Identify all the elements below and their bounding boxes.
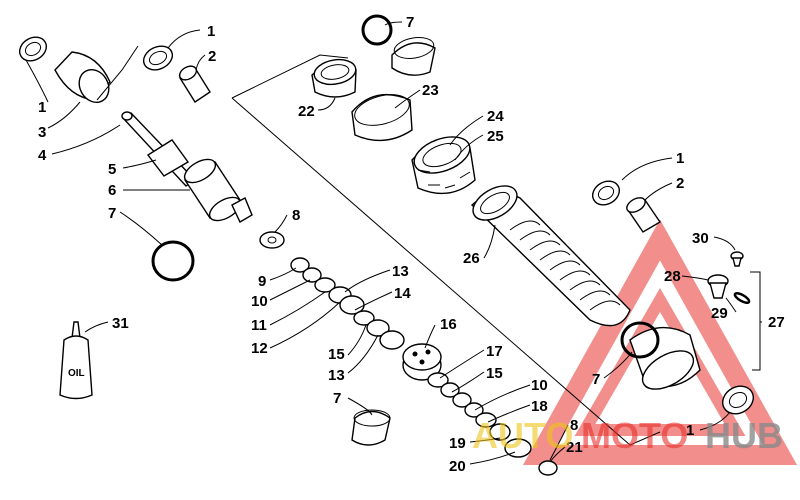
callout-19: 19 xyxy=(449,435,466,452)
oil-bottle: OIL xyxy=(59,321,93,400)
part-bushing-top-center xyxy=(142,45,174,71)
oil-label: OIL xyxy=(68,368,85,379)
part-band-top xyxy=(391,37,436,76)
part-cap xyxy=(311,58,357,98)
callout-6: 6 xyxy=(108,182,116,199)
callout-13a: 13 xyxy=(392,263,409,280)
callout-1c: 1 xyxy=(676,150,684,167)
part-oring-right xyxy=(620,321,660,359)
callout-27: 27 xyxy=(768,314,785,331)
left-assembly xyxy=(18,36,253,282)
part-valve-28 xyxy=(707,274,729,299)
callout-21: 21 xyxy=(566,439,583,456)
watermark-auto: AUTO xyxy=(472,415,573,456)
spring-coils xyxy=(509,220,621,311)
part-seal-cup xyxy=(351,93,413,142)
assembly-lines xyxy=(96,45,761,446)
callout-11: 11 xyxy=(251,317,267,334)
callout-1d: 1 xyxy=(686,422,694,439)
callout-30: 30 xyxy=(692,230,709,247)
callout-28: 28 xyxy=(664,268,681,285)
callout-1b: 1 xyxy=(38,99,46,116)
part-bushing-bottom-right xyxy=(721,385,755,415)
part-oring-left xyxy=(151,240,195,282)
part-spacer-right xyxy=(626,197,661,233)
part-spanner-nut xyxy=(411,136,476,195)
callout-numbers: 1 2 1 3 4 5 6 7 8 9 10 11 12 13 14 15 13… xyxy=(38,14,785,475)
part-bushing-right xyxy=(591,180,621,206)
callout-1a: 1 xyxy=(207,23,215,40)
callout-22: 22 xyxy=(298,103,315,120)
part-valve xyxy=(402,343,442,381)
callout-5: 5 xyxy=(108,161,116,178)
callout-15a: 15 xyxy=(328,346,345,363)
callout-3: 3 xyxy=(38,124,46,141)
callout-17: 17 xyxy=(486,343,503,360)
callout-8b: 8 xyxy=(570,417,578,434)
watermark-triangle-outer xyxy=(522,219,798,465)
callout-7a: 7 xyxy=(108,205,116,222)
part-screw-30 xyxy=(730,251,744,267)
part-reservoir xyxy=(629,326,701,390)
right-side-parts xyxy=(591,180,755,415)
callout-24: 24 xyxy=(487,108,504,125)
callout-29: 29 xyxy=(711,305,728,322)
callout-23: 23 xyxy=(422,82,439,99)
callout-14: 14 xyxy=(394,285,411,302)
shock-body xyxy=(470,185,701,390)
top-center-parts xyxy=(311,14,476,195)
part-washer-8a xyxy=(259,231,285,249)
part-spacer-top xyxy=(178,65,211,103)
washer-stack xyxy=(259,231,558,476)
part-oring-top xyxy=(361,14,393,46)
callout-20: 20 xyxy=(449,458,466,475)
part-sleeve xyxy=(54,51,111,104)
callout-4: 4 xyxy=(38,147,47,164)
watermark-text: AUTO MOTO HUB xyxy=(472,415,783,456)
callout-15b: 15 xyxy=(486,365,503,382)
part-bushing-top-left xyxy=(18,36,48,62)
callout-7d: 7 xyxy=(592,371,600,388)
callout-7c: 7 xyxy=(406,14,414,31)
callout-26: 26 xyxy=(463,250,480,267)
part-piston xyxy=(183,158,253,223)
callout-2a: 2 xyxy=(208,48,216,65)
callout-16: 16 xyxy=(440,316,457,333)
callout-9: 9 xyxy=(258,273,266,290)
callout-10b: 10 xyxy=(531,377,548,394)
callout-12: 12 xyxy=(251,340,268,357)
callout-25: 25 xyxy=(487,128,504,145)
callout-31: 31 xyxy=(112,315,129,332)
callout-8a: 8 xyxy=(292,207,300,224)
part-band-bottom xyxy=(351,409,391,446)
callout-2b: 2 xyxy=(676,175,684,192)
callout-10a: 10 xyxy=(251,293,268,310)
watermark-moto: MOTO xyxy=(581,415,688,456)
part-oring-29 xyxy=(733,291,751,305)
part-shaft xyxy=(121,111,197,187)
leader-lines xyxy=(25,21,762,465)
callout-18: 18 xyxy=(531,398,548,415)
callout-13b: 13 xyxy=(328,367,345,384)
callout-7b: 7 xyxy=(333,390,341,407)
watermark-hub: HUB xyxy=(705,415,783,456)
